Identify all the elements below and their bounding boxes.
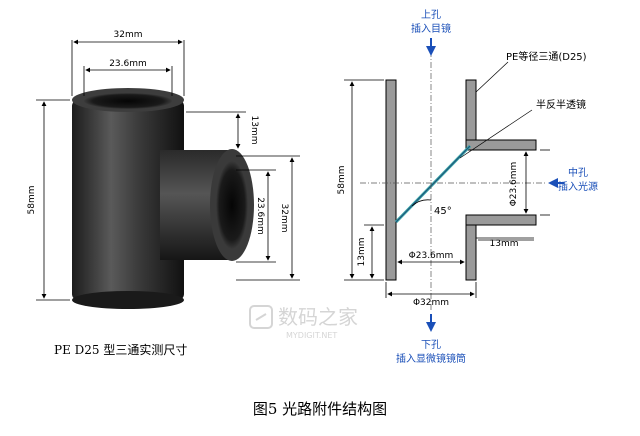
schematic-dim-outer: Φ32mm	[413, 298, 449, 308]
tee-schematic	[385, 79, 537, 281]
figure-caption: 图5 光路附件结构图	[253, 400, 387, 418]
mid-port-title: 中孔	[568, 166, 588, 179]
watermark-brand: 数码之家	[278, 305, 358, 329]
photo-dim-height: 58mm	[27, 186, 37, 215]
bottom-port-desc: 插入显微镜镜筒	[396, 352, 466, 365]
angle-arc	[411, 199, 432, 207]
schematic-dim-bore: Φ23.6mm	[409, 251, 454, 261]
photo-dim-branch-inner: 23.6mm	[255, 197, 265, 235]
photo-dim-width: 32mm	[114, 30, 143, 40]
schematic-dim-lower: 13mm	[357, 238, 367, 267]
tee-label: PE等径三通(D25)	[506, 50, 587, 63]
mid-port-arrow-icon	[548, 178, 558, 188]
top-port-arrow-icon	[426, 46, 436, 56]
photo-dim-branch-outer: 32mm	[279, 204, 289, 233]
schematic-dimensions	[344, 79, 550, 298]
schematic-dim-branch: Φ23.6mm	[509, 162, 519, 207]
photo-dim-side-top: 13mm	[249, 116, 259, 145]
watermark-site: MYDIGIT.NET	[286, 331, 337, 340]
angle-label: 45°	[434, 206, 452, 217]
watermark-logo-icon	[249, 305, 273, 329]
bottom-port-title: 下孔	[421, 339, 441, 351]
schematic-dim-side-leg: 13mm	[490, 239, 519, 249]
top-port-desc: 插入目镜	[411, 22, 451, 35]
schematic-dim-height: 58mm	[337, 166, 347, 195]
tee-photo	[72, 88, 254, 309]
photo-dimensions	[36, 39, 300, 301]
center-lines	[360, 40, 545, 312]
mirror-label: 半反半透镜	[536, 98, 586, 111]
photo-dim-inner: 23.6mm	[109, 59, 147, 69]
bottom-port-arrow-icon	[426, 322, 436, 332]
photo-caption: PE D25 型三通实测尺寸	[54, 342, 187, 357]
mid-port-desc: 插入光源	[558, 180, 598, 193]
callout-leaders	[459, 61, 533, 159]
top-port-title: 上孔	[421, 9, 441, 21]
watermark: 数码之家 MYDIGIT.NET	[249, 305, 358, 340]
